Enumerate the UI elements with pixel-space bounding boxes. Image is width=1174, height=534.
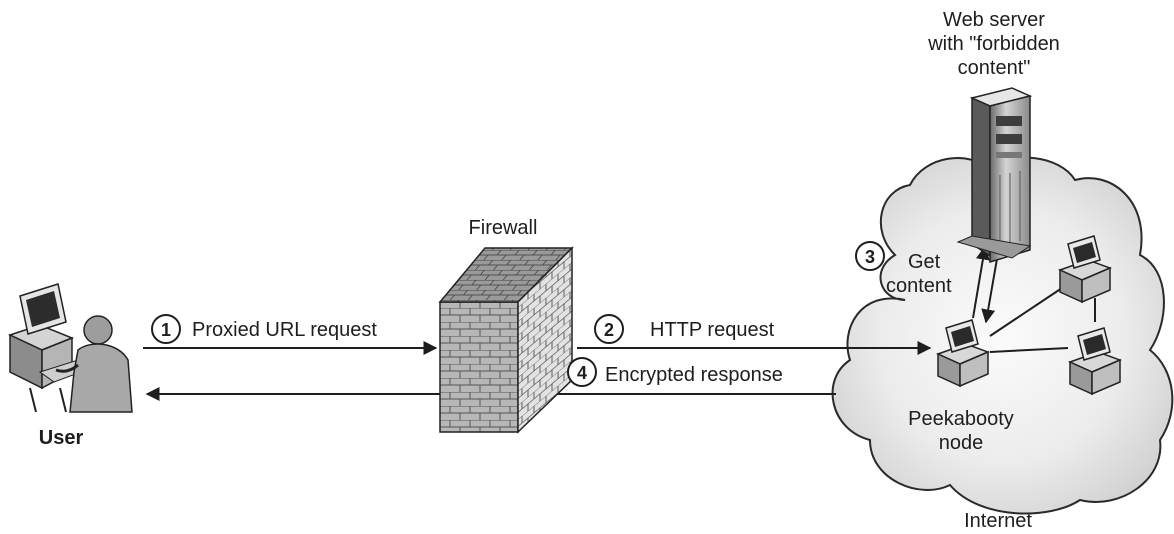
step-badge-2: 2 xyxy=(594,314,624,344)
web-server-icon xyxy=(956,87,1033,264)
svg-text:3: 3 xyxy=(865,247,875,267)
peer-computer-icon xyxy=(1058,235,1113,304)
web-server-label-line2: with "forbidden xyxy=(928,33,1060,55)
step-badge-1: 1 xyxy=(151,314,181,344)
internet-label: Internet xyxy=(964,510,1032,532)
web-server-label-line1: Web server xyxy=(943,9,1045,31)
web-server-label-line3: content" xyxy=(957,57,1031,79)
user-workstation-icon xyxy=(7,283,133,413)
step-3-label-line1: Get xyxy=(908,251,941,273)
step-3-label-line2: content xyxy=(886,275,952,297)
peekabooty-computer-icon xyxy=(936,319,991,388)
firewall-label: Firewall xyxy=(468,217,538,239)
peekabooty-label-line1: Peekabooty xyxy=(908,408,1014,430)
user-label: User xyxy=(38,427,84,449)
peer-computer-icon xyxy=(1068,327,1123,396)
step-1-label: Proxied URL request xyxy=(192,319,377,341)
peekabooty-label-line2: node xyxy=(938,432,984,454)
svg-text:1: 1 xyxy=(161,320,171,340)
peer-links xyxy=(989,287,1096,353)
step-badge-3: 3 xyxy=(855,241,885,271)
step-2-label: HTTP request xyxy=(650,319,775,341)
step-4-label: Encrypted response xyxy=(605,364,783,386)
arrow-get-content-up xyxy=(972,245,990,319)
firewall-wall xyxy=(438,246,574,434)
step-badge-4: 4 xyxy=(567,357,597,387)
svg-text:2: 2 xyxy=(604,320,614,340)
arrow-get-content-down xyxy=(981,252,999,324)
svg-text:4: 4 xyxy=(577,363,587,383)
